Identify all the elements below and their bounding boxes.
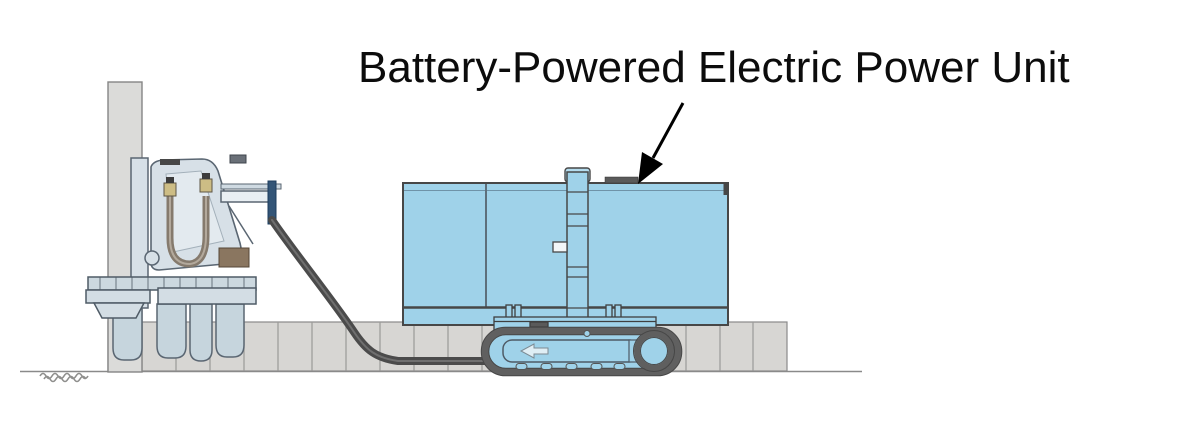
hose-fitting <box>199 178 213 193</box>
power-unit-box <box>402 176 729 326</box>
unit-housing <box>402 182 729 326</box>
machine-arm <box>220 190 275 203</box>
unit-roof-vent <box>604 176 639 184</box>
pile <box>215 303 245 358</box>
machine-top-strip <box>160 159 180 165</box>
right-clamp <box>157 287 257 305</box>
drive-sprocket-inner <box>640 337 668 365</box>
machine-top-block <box>229 154 247 164</box>
unit-corner-mark <box>723 184 728 195</box>
hose-fitting <box>163 182 177 197</box>
track-roller <box>565 363 578 370</box>
left-clamp <box>85 289 151 304</box>
pile <box>189 303 213 362</box>
deck-tab <box>529 321 549 328</box>
crawler-track <box>480 326 683 377</box>
unit-mast <box>552 167 591 326</box>
annotation-label: Battery-Powered Electric Power Unit <box>358 43 1070 92</box>
swivel-joint <box>144 250 160 266</box>
drive-sprocket-outer <box>633 330 675 372</box>
pile <box>156 303 187 359</box>
track-top-roller <box>583 330 591 337</box>
hose-connector <box>166 177 174 183</box>
track-roller <box>515 363 528 370</box>
left-clamp-flange <box>92 302 146 319</box>
unit-mast-column <box>566 171 589 326</box>
drive-sprocket <box>634 331 674 371</box>
track-outer-edge <box>480 326 683 377</box>
track-rollers <box>515 363 626 370</box>
track-roller <box>540 363 553 370</box>
track-roller <box>613 363 626 370</box>
machine-arm-rod <box>220 183 282 190</box>
unit-mast-rungs <box>567 191 588 309</box>
power-cable-highlight <box>271 219 493 362</box>
control-box <box>218 247 250 268</box>
track-direction-arrow <box>519 343 549 359</box>
arm-strut <box>228 205 254 245</box>
unit-mast-handle <box>552 241 568 253</box>
annotation-arrow <box>638 102 685 184</box>
arrow-head <box>638 152 663 184</box>
hydraulic-hose-highlight <box>169 196 207 266</box>
track-roller <box>590 363 603 370</box>
arrow-line <box>651 102 685 159</box>
ground-hatch <box>39 372 89 383</box>
hose-connector <box>202 173 210 179</box>
pile-driver-machine <box>85 154 282 362</box>
